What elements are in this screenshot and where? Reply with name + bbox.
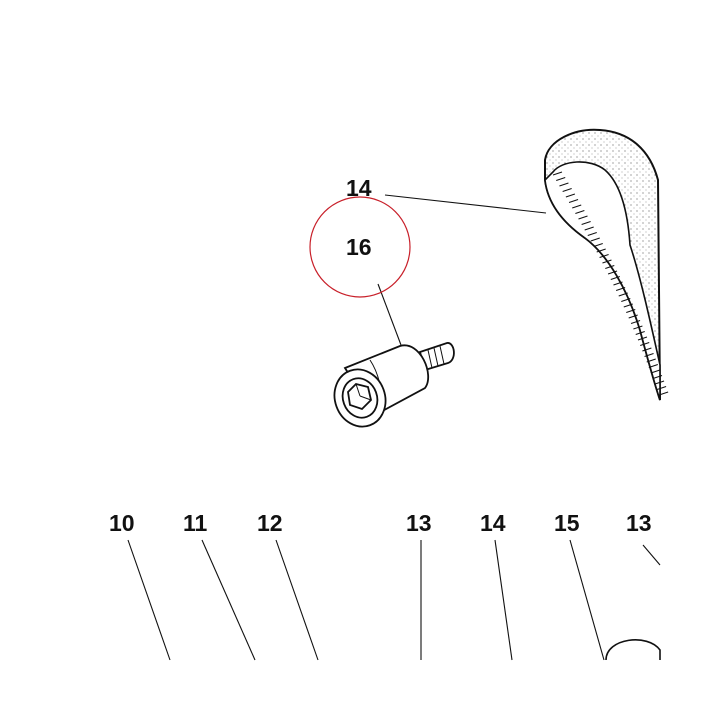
leader-lines [127, 194, 661, 661]
callout-row-5: 14 [480, 510, 506, 536]
leader-belt [384, 194, 547, 214]
leader-14-lower [494, 539, 513, 661]
callout-row-1: 10 [109, 510, 135, 536]
callout-belt: 14 [346, 175, 372, 201]
leader-13-right [642, 544, 661, 566]
callout-row-3: 12 [257, 510, 283, 536]
callout-row-2: 11 [183, 510, 208, 536]
leader-12 [275, 539, 319, 661]
leader-10 [127, 539, 171, 661]
callout-row-7: 13 [626, 510, 652, 536]
leader-15 [569, 539, 605, 661]
highlight-circle [309, 196, 411, 298]
callout-row-6: 15 [554, 510, 580, 536]
leader-roller [377, 283, 402, 346]
belt-teeth [552, 171, 669, 396]
idler-roller [333, 342, 455, 428]
timing-belt [544, 128, 669, 401]
leader-11 [201, 539, 256, 661]
callout-row-4: 13 [406, 510, 432, 536]
partial-part-outline [605, 639, 661, 661]
callout-roller: 16 [346, 234, 372, 260]
